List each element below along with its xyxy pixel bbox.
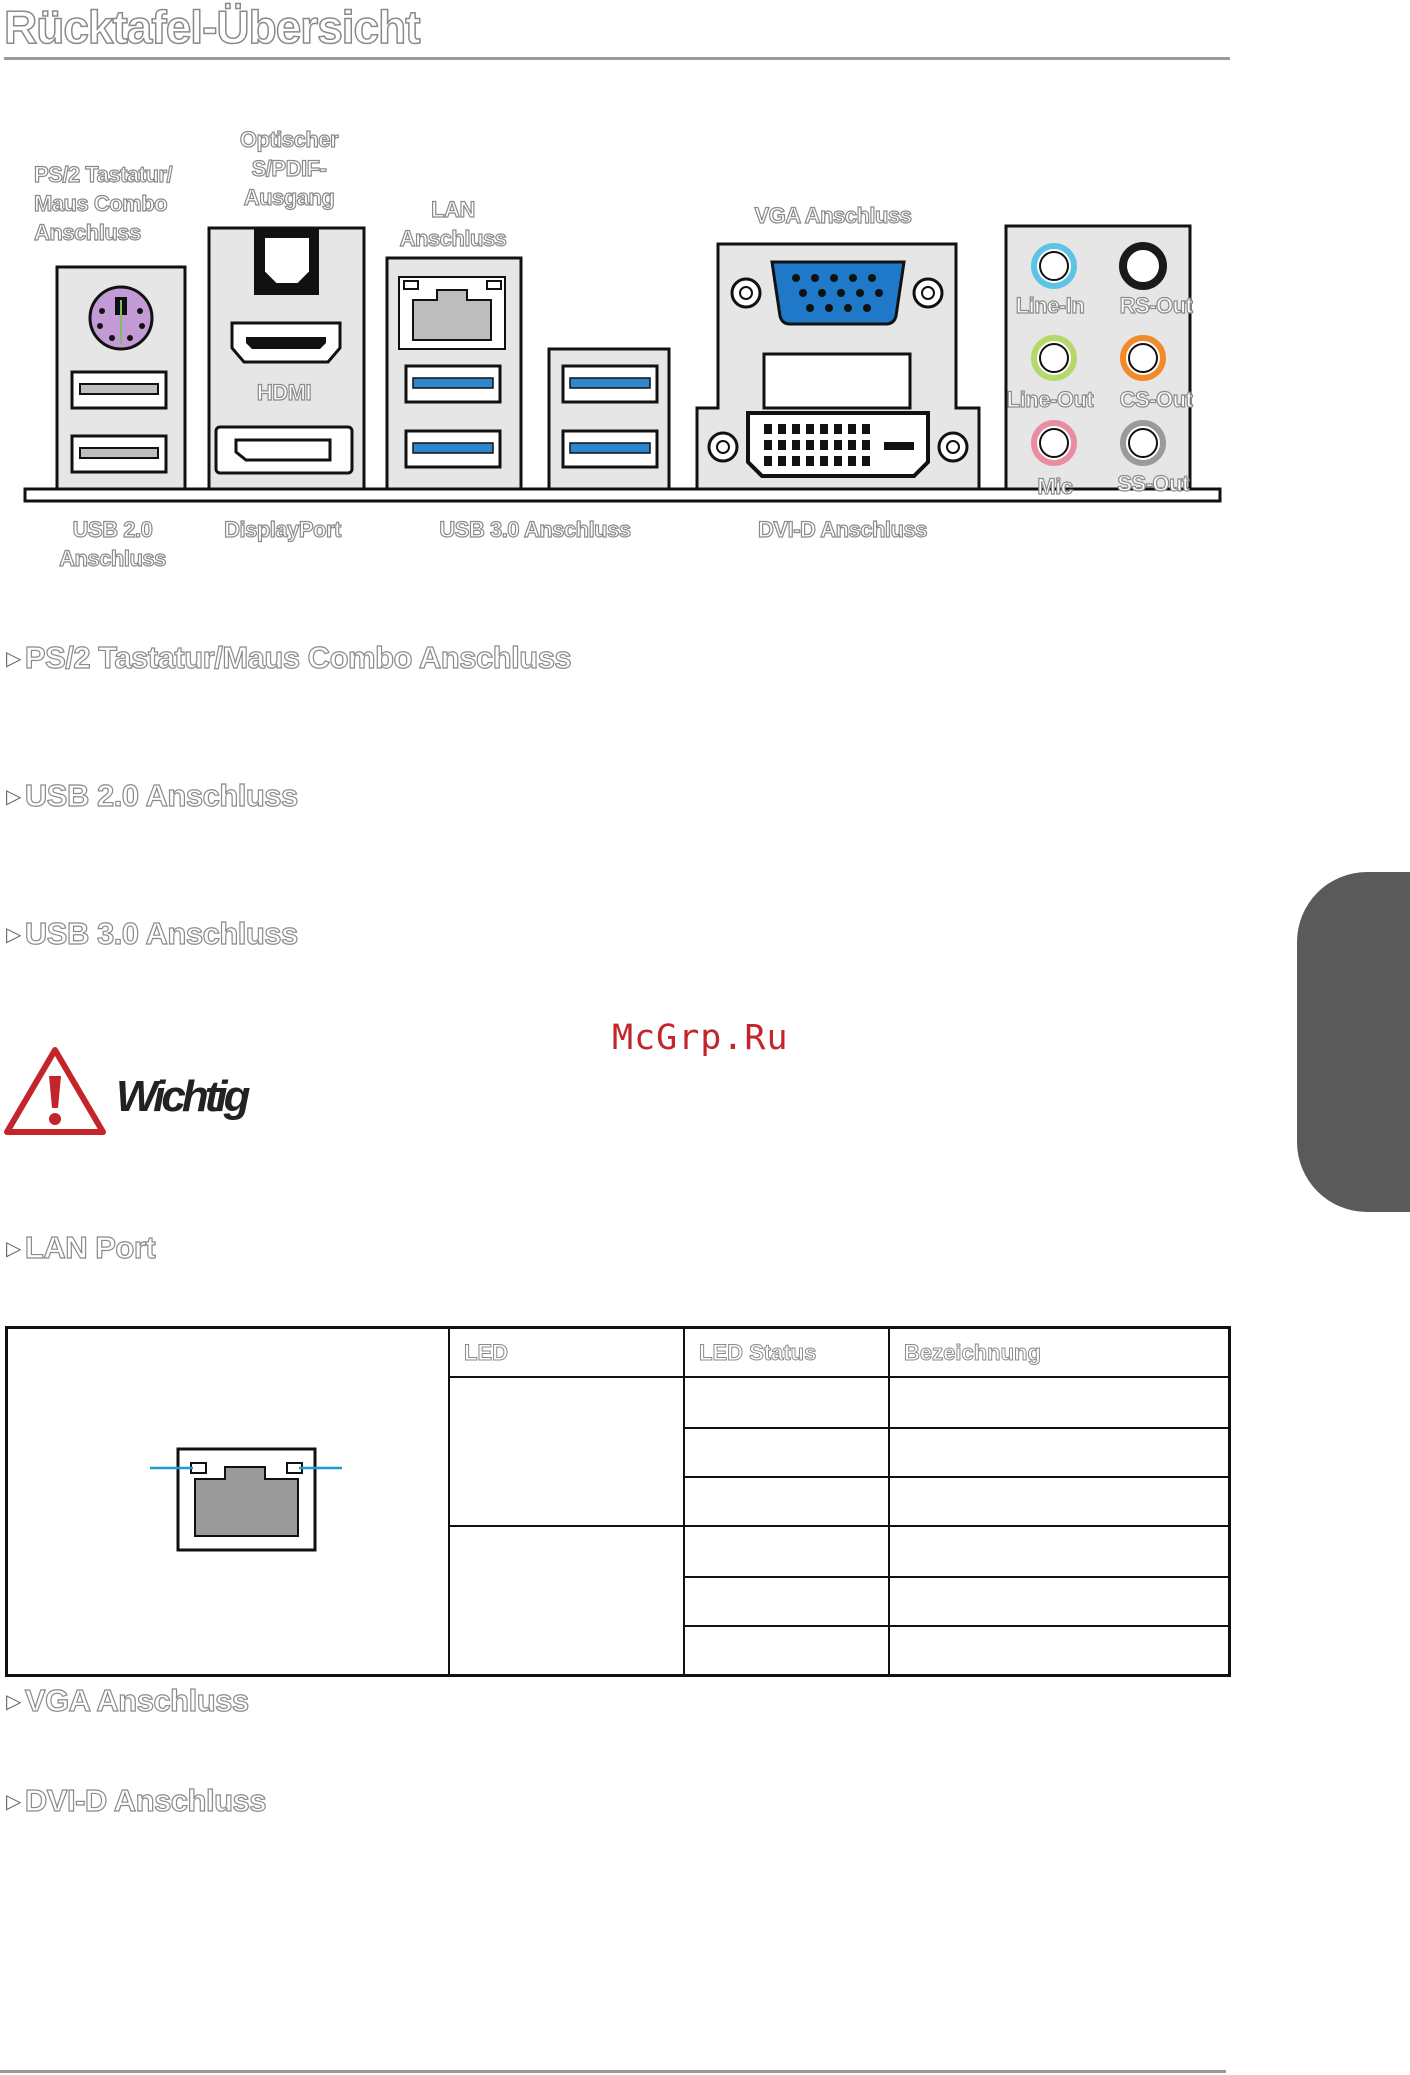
displayport-label: DisplayPort	[224, 516, 342, 542]
heading-lan: ▷LAN Port	[6, 1229, 156, 1265]
watermark: McGrp.Ru	[612, 1018, 789, 1058]
led-cell	[448, 1525, 685, 1677]
hdmi-label: HDMI	[256, 379, 312, 405]
table-row	[7, 1525, 1231, 1677]
usb30-label: USB 3.0 Anschluss	[439, 516, 632, 542]
heading-ps2: ▷PS/2 Tastatur/Maus Combo Anschluss	[6, 639, 572, 675]
heading-vga: ▷VGA Anschluss	[6, 1682, 250, 1718]
dvid-label: DVI-D Anschluss	[757, 516, 928, 542]
hdmi-port-icon	[230, 321, 342, 364]
description-cell	[888, 1525, 1231, 1578]
table-row	[7, 1625, 1231, 1677]
warning-icon	[4, 1047, 106, 1135]
status-cell	[683, 1525, 890, 1578]
mic-label: Mic	[1037, 473, 1074, 499]
lan-port-image-cell	[5, 1326, 450, 1677]
cs-out-label: CS-Out	[1119, 386, 1193, 412]
page-title: Rücktafel-Übersicht	[3, 0, 421, 54]
vga-port-icon	[730, 260, 944, 326]
table-row	[7, 1376, 1231, 1527]
usb30-port-icon	[404, 364, 502, 469]
important-heading: Wichtig	[116, 1072, 250, 1121]
led-header-description: Bezeichnung	[888, 1326, 1231, 1378]
lan-led-table: LED LED Status Bezeichnung	[5, 1326, 1231, 1677]
usb20-label: USB 2.0 Anschluss	[59, 516, 167, 571]
spdif-port-icon	[254, 228, 319, 295]
lan-label: LAN Anschluss	[399, 196, 507, 251]
ss-out-label: SS-Out	[1117, 470, 1190, 496]
description-cell	[888, 1376, 1231, 1429]
status-cell	[683, 1625, 890, 1677]
chapter-side-tab	[1297, 872, 1410, 1212]
heading-dvid: ▷DVI-D Anschluss	[6, 1782, 267, 1818]
description-cell	[888, 1576, 1231, 1627]
heading-usb30: ▷USB 3.0 Anschluss	[6, 915, 299, 951]
dvi-label-plate	[762, 352, 912, 410]
line-in-label: Line-In	[1015, 292, 1085, 318]
ps2-label: PS/2 Tastatur/ Maus Combo Anschluss	[33, 161, 173, 245]
led-cell	[448, 1376, 685, 1527]
status-cell	[683, 1576, 890, 1627]
status-cell	[683, 1476, 890, 1527]
usb30-port-icon-2	[561, 364, 659, 469]
title-divider	[4, 57, 1230, 60]
dvi-port-icon	[707, 411, 969, 478]
lan-port-led-icon	[150, 1447, 342, 1552]
led-header-led: LED	[448, 1326, 685, 1378]
status-cell	[683, 1376, 890, 1429]
ps2-port-icon	[88, 285, 154, 351]
back-panel-diagram	[23, 224, 1222, 503]
spdif-label: Optischer S/PDIF- Ausgang	[239, 126, 339, 210]
heading-usb20: ▷USB 2.0 Anschluss	[6, 777, 299, 813]
vga-label: VGA Anschluss	[754, 202, 913, 228]
table-row	[7, 1576, 1231, 1627]
line-out-label: Line-Out	[1006, 386, 1094, 412]
rs-out-label: RS-Out	[1119, 292, 1193, 318]
description-cell	[888, 1476, 1231, 1527]
lan-port-icon	[398, 276, 506, 350]
displayport-port-icon	[214, 425, 354, 475]
usb20-port-icon	[70, 370, 168, 474]
description-cell	[888, 1625, 1231, 1677]
status-cell	[683, 1427, 890, 1478]
audio-jacks	[1031, 242, 1167, 466]
table-row	[7, 1476, 1231, 1527]
table-row	[7, 1427, 1231, 1478]
led-header-status: LED Status	[683, 1326, 890, 1378]
description-cell	[888, 1427, 1231, 1478]
footer-divider	[0, 2070, 1226, 2073]
